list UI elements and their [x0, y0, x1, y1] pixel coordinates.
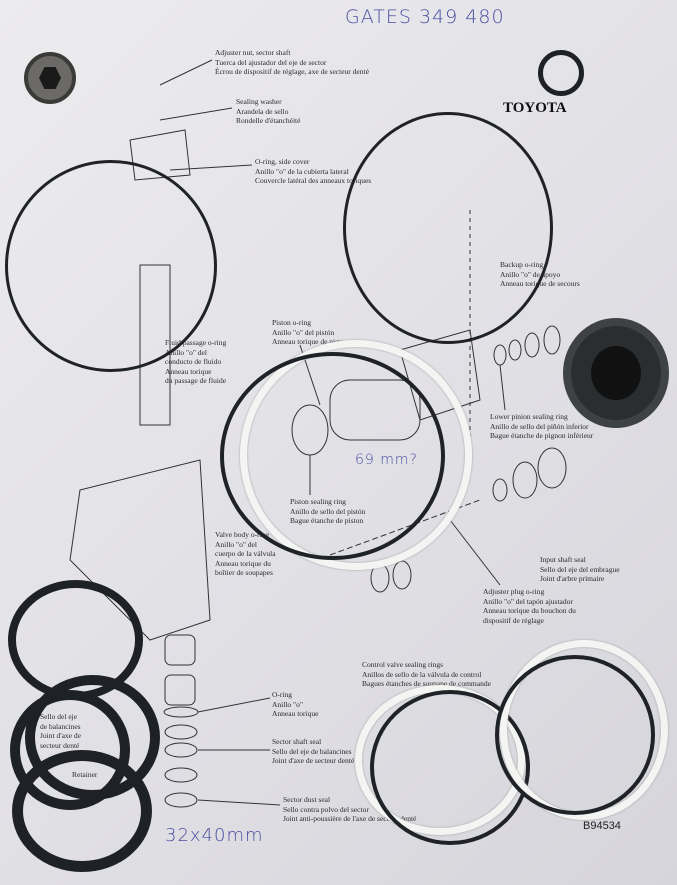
- control-valve-oring-right: [495, 655, 655, 815]
- brand-label: TOYOTA: [503, 100, 567, 116]
- large-oring-left: [5, 160, 217, 372]
- large-oring-right: [343, 112, 553, 344]
- small-oring: [538, 50, 584, 96]
- seal-ring-4: [12, 750, 152, 872]
- handwritten-part-number: GATES 349 480: [345, 6, 505, 28]
- adjuster-nut-washer: [24, 52, 76, 104]
- piston-oring: [220, 352, 445, 560]
- lip-oil-seal: [563, 318, 669, 428]
- diagram-code: B94534: [583, 820, 621, 832]
- handwritten-seal-size: 32x40mm: [165, 825, 264, 846]
